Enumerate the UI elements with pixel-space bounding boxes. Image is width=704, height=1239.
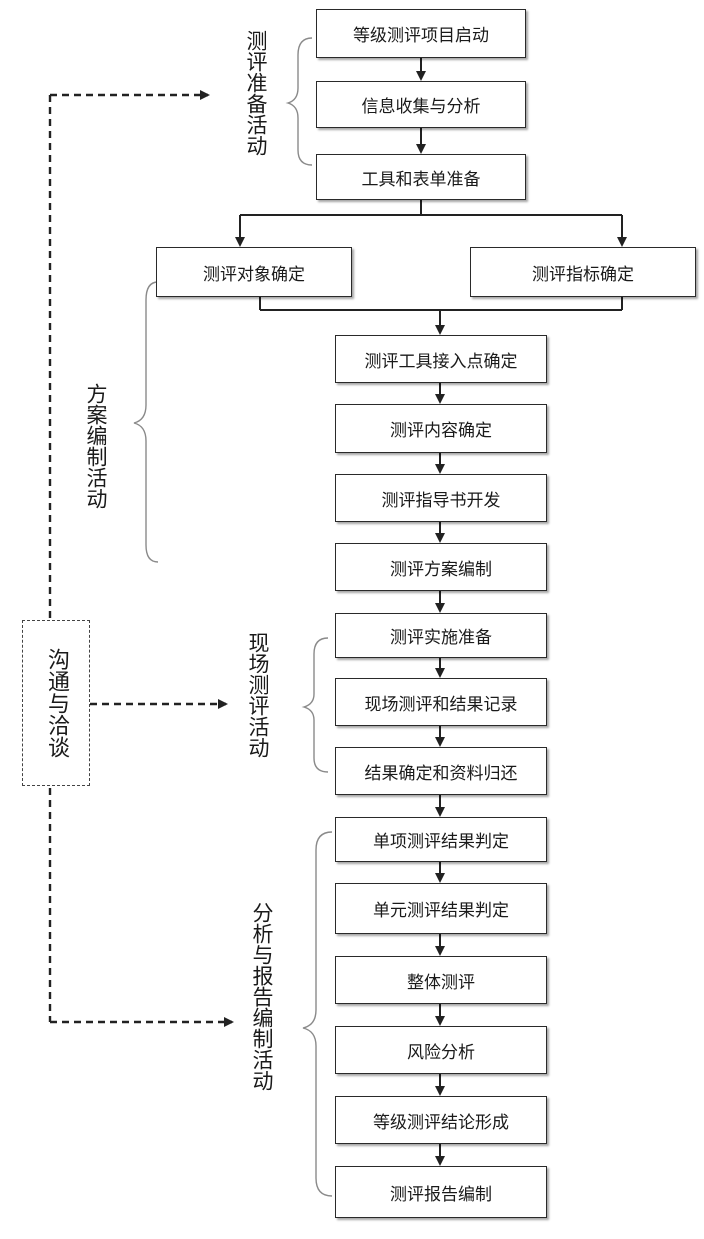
step-single-item-judgment: 单项测评结果判定	[335, 817, 547, 862]
step-report-writing: 测评报告编制	[335, 1166, 547, 1218]
step-access-point: 测评工具接入点确定	[335, 335, 547, 383]
step-label: 工具和表单准备	[361, 169, 481, 190]
step-result-return: 结果确定和资料归还	[335, 747, 547, 795]
step-overall-evaluation: 整体测评	[335, 956, 547, 1004]
step-label: 等级测评项目启动	[353, 26, 489, 46]
step-label: 等级测评结论形成	[373, 1112, 509, 1133]
step-label: 整体测评	[407, 972, 475, 993]
step-label: 测评报告编制	[390, 1184, 492, 1205]
step-guide-dev: 测评指导书开发	[335, 474, 547, 522]
step-tool-prep: 工具和表单准备	[316, 154, 526, 200]
step-label: 测评实施准备	[390, 628, 492, 648]
phase-label-plan: 方案编制活动	[84, 383, 108, 509]
step-label: 测评内容确定	[390, 421, 492, 441]
brace-onsite	[301, 637, 329, 773]
phase-label-prep: 测评准备活动	[244, 30, 268, 156]
step-label: 结果确定和资料归还	[364, 763, 518, 784]
brace-plan	[133, 281, 159, 563]
step-label: 测评方案编制	[390, 559, 492, 580]
step-content: 测评内容确定	[335, 404, 547, 453]
step-label: 测评工具接入点确定	[364, 351, 518, 372]
step-label: 现场测评和结果记录	[364, 694, 518, 715]
step-onsite-recording: 现场测评和结果记录	[335, 678, 547, 726]
brace-prep	[285, 37, 313, 166]
step-plan-writing: 测评方案编制	[335, 543, 547, 591]
phase-label-onsite: 现场测评活动	[246, 632, 270, 758]
step-label: 单元测评结果判定	[373, 901, 509, 921]
step-label: 测评对象确定	[203, 264, 305, 285]
step-label: 测评指标确定	[532, 264, 634, 285]
step-project-start: 等级测评项目启动	[316, 9, 526, 58]
step-conclusion: 等级测评结论形成	[335, 1096, 547, 1144]
step-object-determination: 测评对象确定	[156, 247, 352, 297]
step-unit-judgment: 单元测评结果判定	[335, 883, 547, 934]
step-info-collection: 信息收集与分析	[316, 81, 526, 128]
step-implementation-prep: 测评实施准备	[335, 613, 547, 658]
step-indicator-determination: 测评指标确定	[470, 247, 696, 297]
step-label: 单项测评结果判定	[373, 832, 509, 852]
communication-box: 沟通与洽谈	[22, 620, 90, 786]
step-label: 信息收集与分析	[361, 97, 481, 117]
phase-label-report: 分析与报告编制活动	[250, 902, 274, 1091]
step-label: 风险分析	[407, 1042, 475, 1063]
communication-label: 沟通与洽谈	[44, 648, 69, 758]
step-label: 测评指导书开发	[381, 490, 501, 511]
brace-report	[302, 831, 333, 1197]
step-risk-analysis: 风险分析	[335, 1026, 547, 1074]
